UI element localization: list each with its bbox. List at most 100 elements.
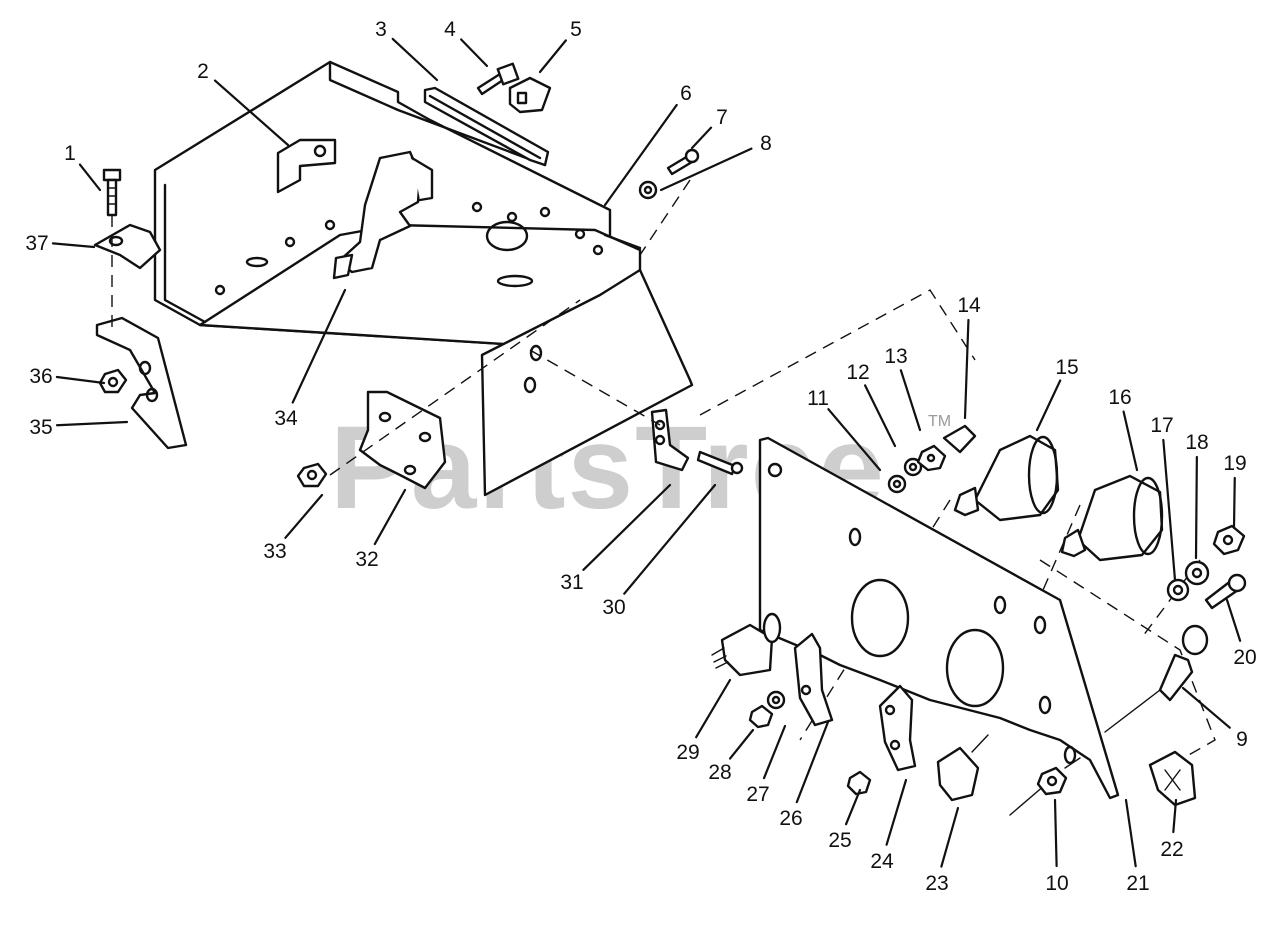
clip-part-31 [650,408,690,472]
leader-23 [940,806,960,868]
callout-19: 19 [1223,452,1246,475]
washer-part-27 [766,690,786,710]
nut-part-33 [296,462,328,488]
bracket-part-26 [793,632,834,727]
callout-20: 20 [1233,646,1256,669]
washer-part-8 [638,180,658,200]
leader-8 [659,147,753,192]
leader-30 [623,483,717,595]
lever-part-34 [332,150,434,280]
leader-15 [1035,379,1062,432]
callout-26: 26 [779,807,802,830]
clamp-part-37 [93,223,162,270]
leader-22 [1172,798,1178,834]
leader-16 [1122,410,1139,472]
callout-8: 8 [760,132,772,155]
callout-34: 34 [274,407,298,430]
leader-37 [51,242,96,249]
leader-3 [391,37,439,82]
callout-31: 31 [560,571,583,594]
gauge-part-15 [953,434,1060,522]
callout-32: 32 [355,548,378,571]
callout-23: 23 [925,872,948,895]
callout-16: 16 [1108,386,1131,409]
leader-32 [373,488,407,546]
bracket-part-24 [878,684,917,772]
ignition-switch-part-29 [711,612,782,677]
leader-6 [603,103,678,207]
callout-13: 13 [884,345,907,368]
leader-24 [885,778,908,846]
callout-17: 17 [1150,414,1173,437]
nut-part-25 [846,770,872,796]
callout-37: 37 [25,232,48,255]
leader-14 [963,318,970,420]
callout-4: 4 [444,18,456,41]
leader-35 [55,420,129,427]
callout-3: 3 [375,18,387,41]
bolt-part-20 [1204,573,1247,610]
callout-33: 33 [263,540,286,563]
lockwasher-part-11 [887,474,907,494]
screw-part-10 [1009,757,1081,816]
callout-29: 29 [676,741,699,764]
callout-28: 28 [708,761,731,784]
leader-31 [582,483,672,571]
nut-part-36 [98,368,128,394]
leader-25 [844,788,862,826]
callout-30: 30 [602,596,625,619]
callout-27: 27 [746,783,769,806]
gauge-part-16 [1060,474,1164,562]
callout-1: 1 [64,142,76,165]
callout-35: 35 [29,416,52,439]
callout-10: 10 [1045,872,1068,895]
callout-15: 15 [1055,356,1078,379]
leader-36 [55,375,106,385]
washer-part-18 [1184,560,1210,586]
callout-12: 12 [846,361,869,384]
choke-cable-part-9 [1104,624,1209,733]
leader-7 [690,126,713,150]
callout-36: 36 [29,365,52,388]
callout-21: 21 [1126,872,1149,895]
leader-9 [1181,686,1231,729]
callout-2: 2 [197,60,209,83]
washer-part-12 [903,457,923,477]
leader-18 [1194,455,1198,560]
leader-1 [78,163,102,192]
watermark-trademark: TM [928,413,951,430]
leader-20 [1225,598,1242,642]
nut-part-19 [1212,524,1246,556]
leader-26 [795,720,830,804]
toggle-switch-part-23 [936,734,989,802]
leader-29 [695,678,732,739]
callout-9: 9 [1236,728,1248,751]
bracket-part-32 [358,390,447,490]
cap-part-14 [942,424,977,454]
nut-part-13 [916,444,947,472]
clip-part-22 [1148,750,1197,807]
leader-17 [1162,438,1177,582]
leader-21 [1124,798,1137,868]
plate-part-35 [95,316,188,450]
knob-part-5 [508,76,552,114]
callout-11: 11 [807,387,829,410]
clip-part-2 [276,138,337,194]
dash-panel-part-21 [758,436,1120,800]
washer-part-17 [1166,578,1190,602]
leader-27 [762,724,787,780]
callout-7: 7 [716,106,728,129]
callout-25: 25 [828,829,851,852]
leader-19 [1232,476,1236,530]
pin-part-7 [666,148,700,176]
callout-5: 5 [570,18,582,41]
channel-part-3 [423,86,550,167]
leader-34 [291,288,347,404]
callout-14: 14 [957,294,981,317]
callout-18: 18 [1185,431,1208,454]
leader-12 [863,384,897,448]
leader-13 [899,369,922,432]
pin-part-30 [696,450,744,476]
